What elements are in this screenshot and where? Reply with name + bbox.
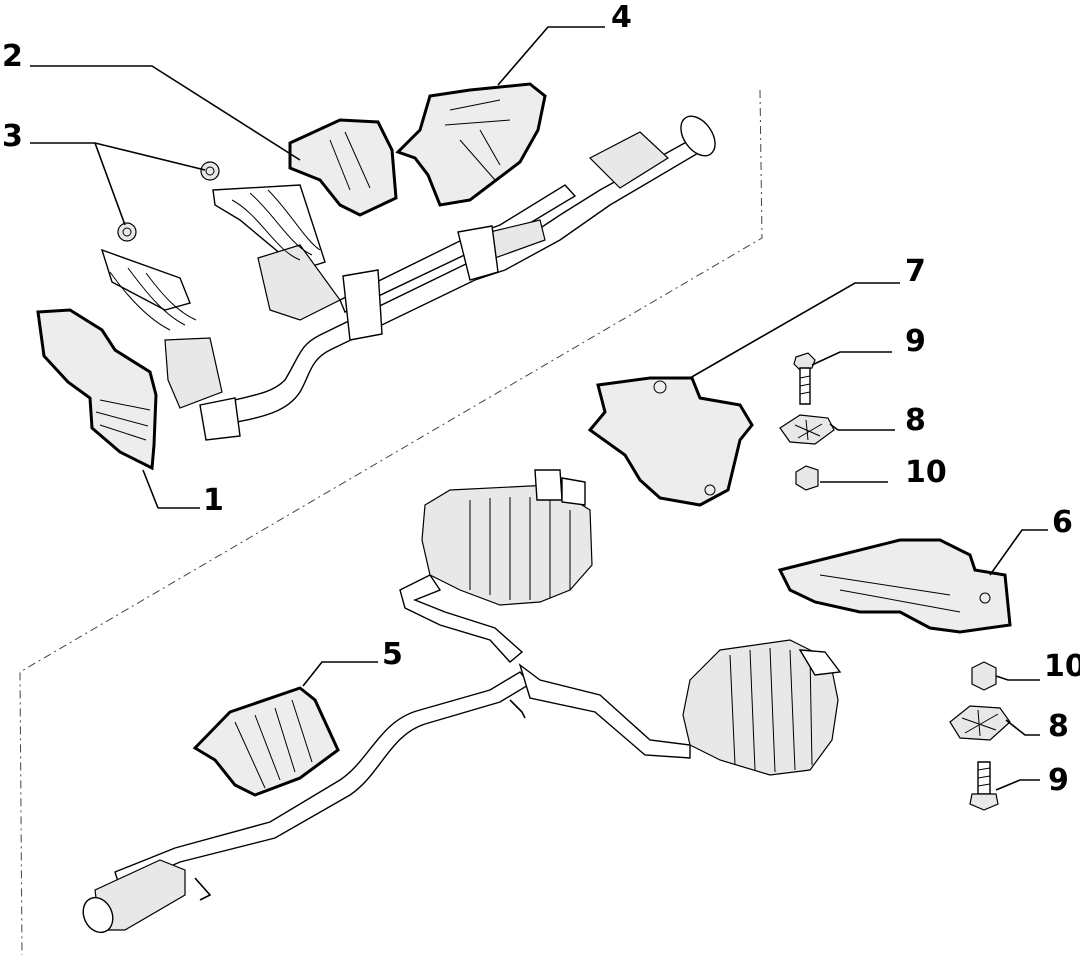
hex-nut-upper (795, 465, 819, 491)
rear-floor-heat-shield-left (587, 376, 754, 507)
tunnel-heat-shield (192, 686, 340, 797)
spring-washer-upper (779, 414, 835, 445)
rear-floor-heat-shield-right (777, 538, 1012, 634)
callout-2: 2 (2, 39, 23, 74)
callout-8-upper: 8 (905, 403, 926, 438)
spring-washer-lower (949, 705, 1011, 741)
callout-1: 1 (203, 483, 224, 518)
leader-lines (30, 26, 1048, 791)
front-exhaust-pipe-assembly (100, 115, 716, 441)
manifold-nut-upper (200, 161, 220, 181)
hex-nut-lower (971, 661, 997, 691)
callout-10-upper: 10 (905, 455, 947, 490)
rear-exhaust-pipe-assembly (82, 469, 842, 934)
callout-4: 4 (611, 0, 632, 35)
upper-heat-shield (395, 82, 547, 207)
hex-bolt-lower (969, 761, 999, 811)
callout-5: 5 (382, 637, 403, 672)
hex-bolt-upper (793, 352, 816, 405)
callout-7: 7 (905, 254, 926, 289)
callout-3: 3 (2, 119, 23, 154)
callout-9-upper: 9 (905, 324, 926, 359)
manifold-nut-lower (117, 222, 137, 242)
callout-10-lower: 10 (1044, 649, 1080, 684)
callout-6: 6 (1052, 505, 1073, 540)
callout-9-lower: 9 (1048, 763, 1069, 798)
callout-8-lower: 8 (1048, 709, 1069, 744)
assembly-boundary-dashed-line (19, 89, 763, 956)
rear-manifold-heat-shield (288, 118, 398, 217)
front-manifold-heat-shield (36, 308, 158, 471)
